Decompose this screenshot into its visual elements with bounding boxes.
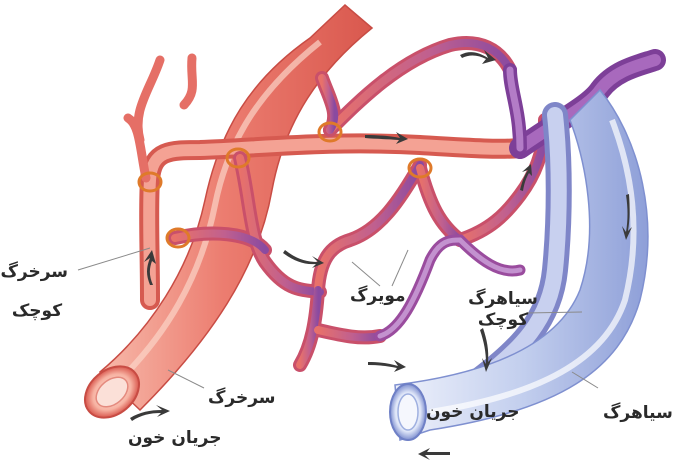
vein-label: سیاهرگ: [603, 403, 673, 424]
flow-arrow-icon: [130, 405, 170, 421]
blood-flow-left-label: جریان خون: [128, 428, 221, 449]
capillary-label: مویرگ: [350, 286, 406, 307]
small-artery-label: سرخرگ کوچک: [6, 262, 68, 323]
leader-line: [392, 250, 408, 286]
small-artery-label-line2: کوچک: [6, 301, 68, 322]
venule-label: سیاهرگ کوچک: [466, 289, 540, 332]
leader-line: [168, 370, 204, 388]
flow-arrow-icon: [418, 448, 450, 460]
venule-label-line1: سیاهرگ: [466, 289, 540, 310]
leader-line: [78, 248, 150, 270]
small-artery-label-line1: سرخرگ: [6, 262, 68, 283]
blood-flow-right-label: جریان خون: [426, 402, 519, 423]
leader-line: [352, 262, 380, 286]
artery-vessel: [75, 5, 372, 428]
flow-arrow-icon: [368, 360, 406, 372]
venule-label-line2: کوچک: [466, 310, 540, 331]
artery-label: سرخرگ: [208, 388, 276, 409]
